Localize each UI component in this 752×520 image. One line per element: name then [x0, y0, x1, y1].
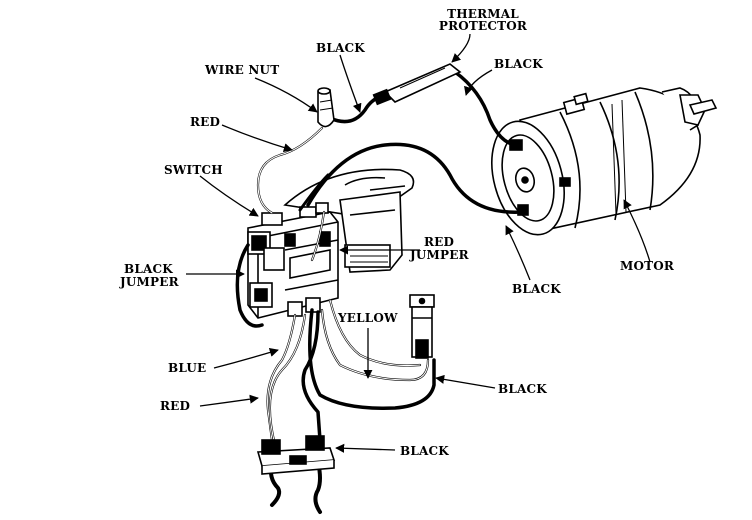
label-black-right-top: BLACK	[494, 57, 543, 71]
label-thermal-protector-line1: THERMAL	[447, 7, 519, 21]
label-black-top: BLACK	[316, 41, 365, 55]
label-thermal-protector-line2: PROTECTOR	[438, 19, 528, 33]
arrow-red-bottom	[199, 394, 259, 407]
arrow-red-top	[221, 124, 293, 153]
arrow-black-right-top	[464, 69, 493, 96]
terminal-block-drawing	[256, 435, 336, 475]
label-wire-nut: WIRE NUT	[205, 63, 280, 77]
arrow-black-top	[339, 54, 362, 113]
arrow-switch	[199, 175, 259, 217]
label-red-jumper-line1: RED	[424, 235, 455, 249]
thermal-protector-drawing	[372, 63, 462, 106]
switch-housing-drawing	[247, 168, 415, 319]
label-yellow: YELLOW	[338, 311, 398, 325]
arrow-black-bottom	[335, 443, 396, 453]
label-red-bottom: RED	[160, 399, 191, 413]
arrow-motor	[623, 199, 651, 263]
label-blue: BLUE	[168, 361, 207, 375]
label-black-bottom: BLACK	[400, 444, 449, 458]
arrow-blue	[213, 348, 279, 369]
label-black-motor: BLACK	[512, 282, 561, 296]
arrow-black-motor	[505, 225, 531, 281]
wires	[235, 70, 524, 514]
arrow-wire-nut	[254, 77, 318, 113]
label-black-jumper-line1: BLACK	[124, 262, 173, 276]
label-switch: SWITCH	[164, 163, 223, 177]
label-red-top: RED	[190, 115, 221, 129]
label-black-jumper-line2: JUMPER	[120, 275, 179, 289]
label-motor: MOTOR	[620, 259, 675, 273]
arrow-black-mid	[435, 374, 496, 389]
motor-drawing	[491, 87, 718, 236]
black-connector-drawing	[409, 294, 435, 359]
leader-arrows	[186, 33, 651, 453]
label-red-jumper-line2: JUMPER	[410, 248, 469, 262]
wire-nut-drawing	[317, 87, 335, 128]
arrow-thermal-protector	[451, 33, 471, 63]
label-black-mid: BLACK	[498, 382, 547, 396]
